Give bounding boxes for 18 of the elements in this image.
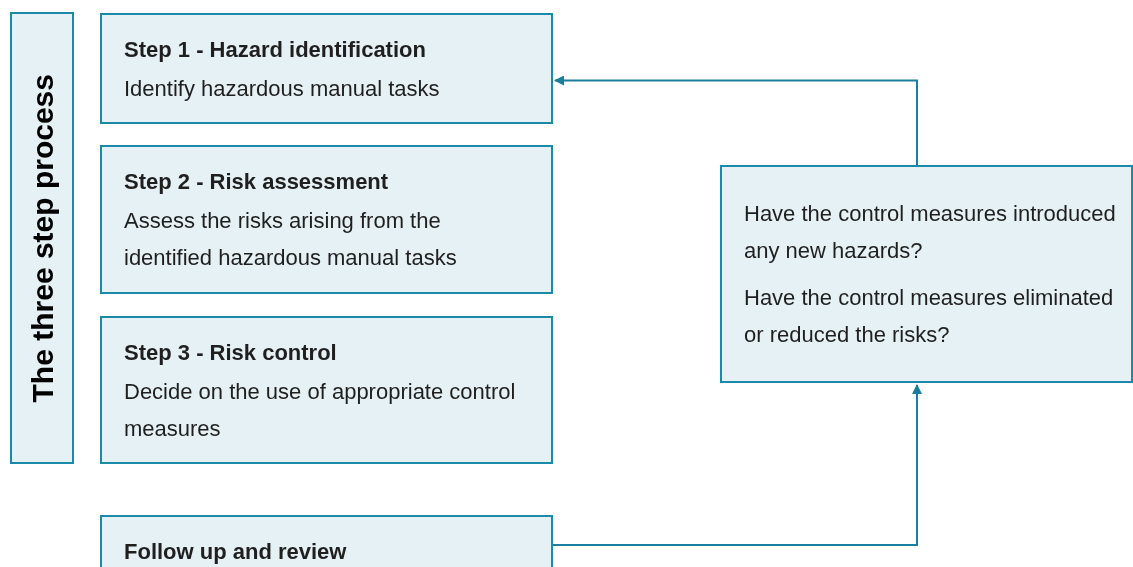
step-heading: Step 2 - Risk assessment — [124, 168, 390, 196]
step-box — [100, 13, 553, 124]
step-box — [100, 145, 553, 294]
step-heading: Step 3 - Risk control — [124, 339, 338, 367]
review-question: Have the control measures eliminated or reduced the risks? — [744, 284, 1115, 349]
banner-title: The three step process — [24, 73, 60, 403]
side-banner — [10, 12, 74, 464]
step-box — [100, 316, 553, 464]
connector-arrow — [554, 75, 918, 166]
review-questions-box — [720, 165, 1133, 383]
step-description: Identify hazardous manual tasks — [124, 75, 441, 103]
step-box — [100, 515, 553, 567]
step-heading: Step 1 - Hazard identification — [124, 36, 427, 64]
step-description: Decide on the use of appropriate control measures — [124, 378, 517, 443]
review-question: Have the control measures introduced any new hazards? — [744, 200, 1117, 265]
step-description: Assess the risks arising from the identified hazardous manual tasks — [124, 207, 458, 272]
step-heading: Follow up and review — [124, 538, 348, 566]
connector-arrow — [552, 384, 922, 546]
